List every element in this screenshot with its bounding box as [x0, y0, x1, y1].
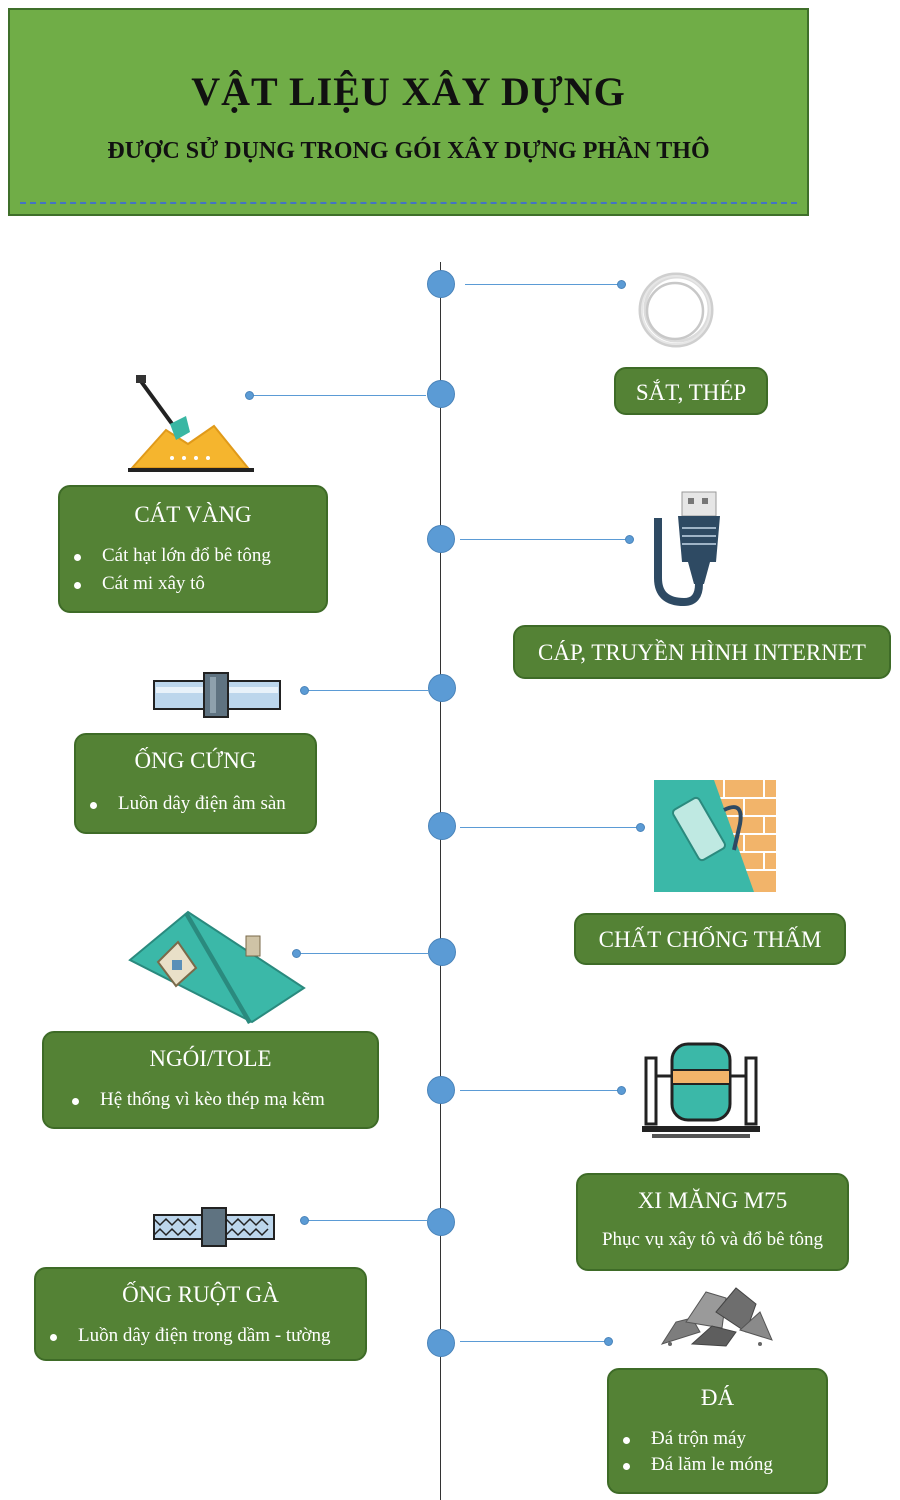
card-sat-thep: SẮT, THÉP — [614, 367, 768, 415]
timeline-node-6 — [428, 938, 456, 966]
connector-9 — [460, 1341, 608, 1342]
card-title: NGÓI/TOLE — [149, 1046, 272, 1071]
card-ong-ruot-ga: ỐNG RUỘT GÀ Luồn dây điện trong dầm - tư… — [34, 1267, 367, 1361]
card-xi-mang: XI MĂNG M75 Phục vụ xây tô và đổ bê tông — [576, 1173, 849, 1271]
connector-dot-8 — [300, 1216, 309, 1225]
card-cat-vang: CÁT VÀNG Cát hạt lớn đổ bê tông Cát mi x… — [58, 485, 328, 613]
steel-wire-coil-icon — [638, 272, 714, 348]
bullet-item: Cát hạt lớn đổ bê tông — [74, 545, 326, 568]
card-da: ĐÁ Đá trộn máy Đá lăm le móng — [607, 1368, 828, 1494]
timeline-node-3 — [427, 525, 455, 553]
connector-2 — [250, 395, 426, 396]
bullet-item: Cát mi xây tô — [74, 573, 326, 596]
connector-1 — [465, 284, 621, 285]
card-ngoi-tole: NGÓI/TOLE Hệ thống vì kèo thép mạ kẽm — [42, 1031, 379, 1129]
stone-pile-icon — [660, 1287, 773, 1347]
header-banner: VẬT LIỆU XÂY DỰNG ĐƯỢC SỬ DỤNG TRONG GÓI… — [8, 8, 809, 216]
card-title: CHẤT CHỐNG THẤM — [598, 927, 822, 952]
bullet-item: Luồn dây điện trong dầm - tường — [50, 1325, 365, 1348]
card-title: SẮT, THÉP — [635, 380, 747, 405]
timeline-node-2 — [427, 380, 455, 408]
usb-cable-icon — [654, 491, 720, 607]
house-roof-icon — [128, 910, 306, 1024]
connector-dot-1 — [617, 280, 626, 289]
page-subtitle: ĐƯỢC SỬ DỤNG TRONG GÓI XÂY DỰNG PHẦN THÔ — [107, 138, 710, 164]
connector-7 — [460, 1090, 621, 1091]
card-chat-chong-tham: CHẤT CHỐNG THẤM — [574, 913, 846, 965]
bullet-item: Luồn dây điện âm sàn — [90, 793, 315, 816]
timeline-node-1 — [427, 270, 455, 298]
connector-dot-9 — [604, 1337, 613, 1346]
card-cap-internet: CÁP, TRUYỀN HÌNH INTERNET — [513, 625, 891, 679]
waterproof-roller-icon — [654, 780, 776, 892]
timeline-node-4 — [428, 674, 456, 702]
card-title: ỐNG CỨNG — [134, 748, 257, 773]
connector-dot-6 — [292, 949, 301, 958]
card-title: XI MĂNG M75 — [637, 1188, 788, 1213]
bullet-item: Đá trộn máy — [623, 1428, 826, 1451]
card-title: ĐÁ — [700, 1385, 735, 1410]
timeline-node-9 — [427, 1329, 455, 1357]
corrugated-pipe-icon — [153, 1207, 275, 1247]
timeline-node-5 — [428, 812, 456, 840]
bullet-item: Hệ thống vì kèo thép mạ kẽm — [72, 1089, 377, 1112]
connector-dot-5 — [636, 823, 645, 832]
connector-6 — [297, 953, 428, 954]
card-description: Phục vụ xây tô và đổ bê tông — [601, 1228, 824, 1250]
connector-5 — [460, 827, 640, 828]
connector-8 — [305, 1220, 427, 1221]
bullet-item: Đá lăm le móng — [623, 1454, 826, 1477]
card-title: CÁT VÀNG — [134, 502, 252, 527]
card-title: CÁP, TRUYỀN HÌNH INTERNET — [538, 640, 866, 665]
card-ong-cung: ỐNG CỨNG Luồn dây điện âm sàn — [74, 733, 317, 834]
connector-4 — [305, 690, 428, 691]
sand-shovel-icon — [128, 375, 254, 472]
header-dashed-divider — [20, 202, 797, 204]
connector-3 — [460, 539, 628, 540]
page-title: VẬT LIỆU XÂY DỰNG — [191, 69, 626, 114]
cement-mixer-icon — [642, 1042, 760, 1138]
rigid-pipe-icon — [153, 672, 281, 718]
connector-dot-3 — [625, 535, 634, 544]
connector-dot-2 — [245, 391, 254, 400]
timeline-spine — [440, 262, 441, 1500]
connector-dot-7 — [617, 1086, 626, 1095]
timeline-node-7 — [427, 1076, 455, 1104]
timeline-node-8 — [427, 1208, 455, 1236]
connector-dot-4 — [300, 686, 309, 695]
card-title: ỐNG RUỘT GÀ — [122, 1282, 279, 1307]
